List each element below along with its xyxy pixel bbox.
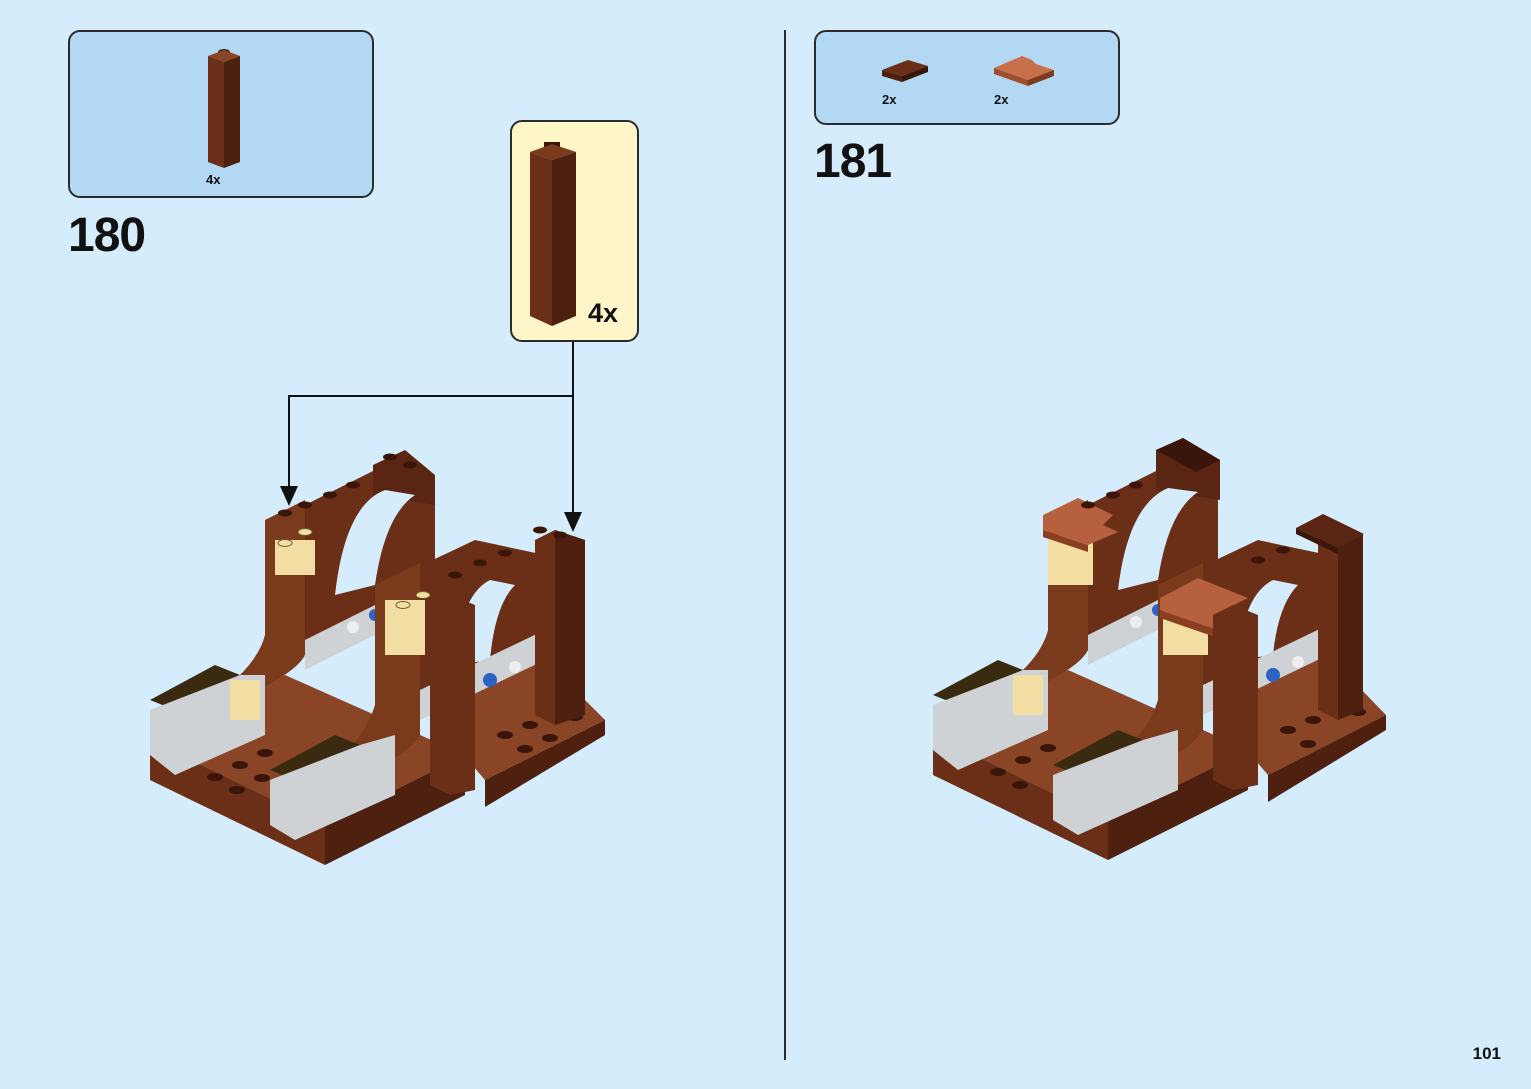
callout-qty: 4x xyxy=(588,298,619,328)
page-divider xyxy=(784,30,786,1060)
part-qty: 2x xyxy=(882,92,897,107)
part-corner-tile-icon xyxy=(994,56,1054,86)
step-number-180: 180 xyxy=(68,209,146,262)
part-qty: 2x xyxy=(994,92,1009,107)
arrow-head-right-icon xyxy=(564,512,582,532)
callout-box: 4x xyxy=(510,120,639,342)
part-qty: 4x xyxy=(206,172,221,187)
callout-brick-icon xyxy=(530,142,576,326)
part-dark-tile-icon xyxy=(882,60,928,82)
model-illustration-step-181 xyxy=(933,438,1386,860)
arrow-head-left-icon xyxy=(280,486,298,506)
parts-list-step-180: 4x xyxy=(68,30,374,198)
part-brick-1x1x6-icon xyxy=(208,49,240,168)
parts-list-step-181: 2x 2x xyxy=(814,30,1120,125)
model-illustration-step-180 xyxy=(150,450,605,865)
step-number-181: 181 xyxy=(814,135,892,188)
page-number: 101 xyxy=(1472,1044,1501,1063)
